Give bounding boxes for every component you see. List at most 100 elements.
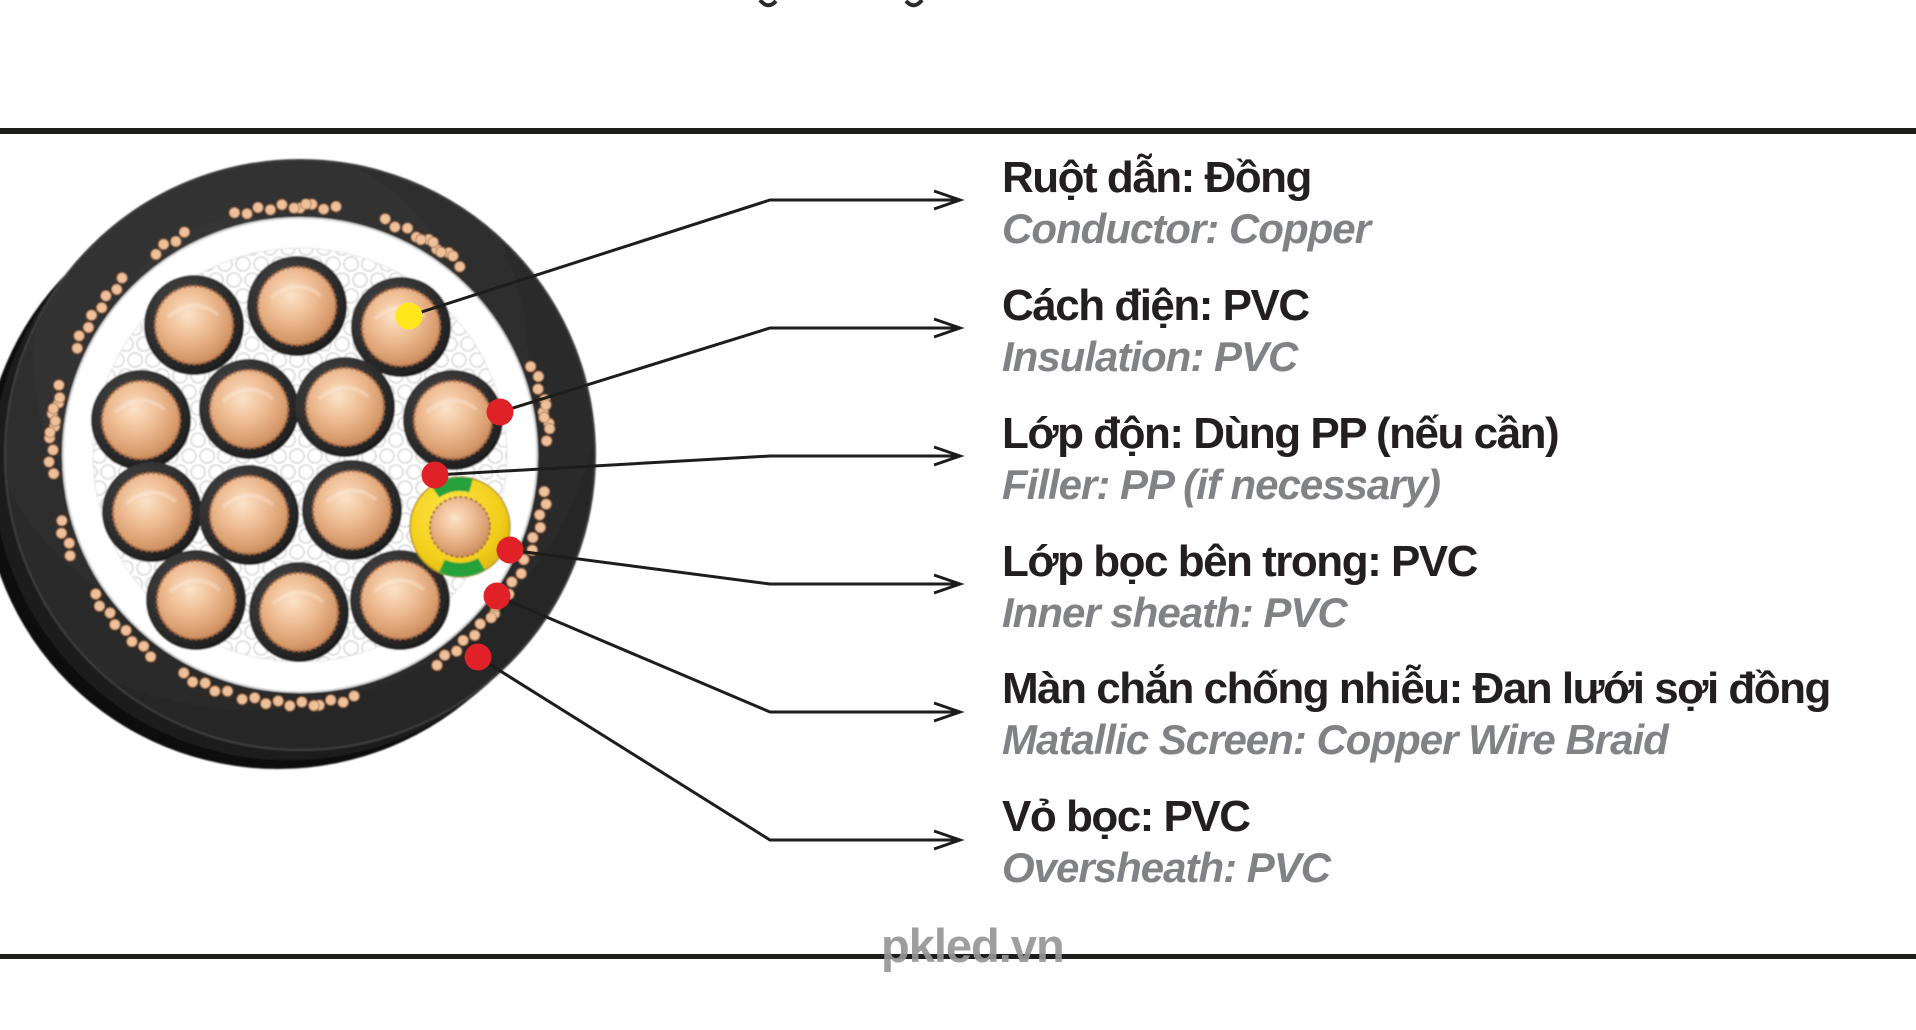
label-filler: Lớp độn: Dùng PP (nếu cần) Filler: PP (i… xyxy=(1002,408,1914,510)
braid-wire-dot xyxy=(474,618,486,630)
leader-line xyxy=(477,655,958,842)
braid-wire-dot xyxy=(300,198,312,210)
braid-wire-dot xyxy=(111,283,123,295)
braid-wire-dot xyxy=(178,667,190,679)
conductor xyxy=(146,550,246,650)
braid-wire-dot xyxy=(439,649,451,661)
braid-wire-dot xyxy=(73,330,85,342)
braid-wire-dot xyxy=(325,694,337,706)
braid-wire-dot xyxy=(272,695,284,707)
copper-highlight xyxy=(269,284,323,300)
braid-wire-dot xyxy=(93,600,106,612)
conductor-copper xyxy=(304,366,386,448)
leader-arrowhead xyxy=(933,701,965,723)
conductor xyxy=(102,462,202,562)
braid-wire-dot xyxy=(348,690,360,702)
label-metallic-screen-en: Matallic Screen: Copper Wire Braid xyxy=(1002,716,1669,763)
braid-wire-dot xyxy=(221,685,234,697)
braid-wire-dot xyxy=(506,576,518,588)
braid-wire-dot xyxy=(337,696,349,708)
earth-green-stripe xyxy=(431,477,473,498)
braid-wire-dot xyxy=(469,629,481,641)
label-conductor-en: Conductor: Copper xyxy=(1002,205,1371,252)
braid-wire-dot xyxy=(527,531,539,544)
braid-wire-dot xyxy=(330,200,342,213)
braid-wire-dot xyxy=(126,635,138,648)
braid-wire-dot xyxy=(485,612,497,624)
braid-wire-dot xyxy=(44,426,56,439)
conductor xyxy=(302,460,402,560)
earth-copper xyxy=(429,496,491,558)
inner-sheath-marker xyxy=(496,536,524,564)
braid-wire-dot xyxy=(187,676,199,688)
braid-wire-dot xyxy=(100,290,112,302)
leader-line xyxy=(434,454,958,477)
braid-wire-dot xyxy=(415,234,427,246)
copper-highlight xyxy=(372,578,426,594)
label-inner-sheath: Lớp bọc bên trong: PVC Inner sheath: PVC xyxy=(1002,536,1914,638)
conductor xyxy=(350,550,450,650)
braid-wire-dot xyxy=(284,700,296,712)
conductor-copper xyxy=(208,368,290,450)
leader-arrowhead xyxy=(933,189,965,211)
braid-wire-dot xyxy=(260,698,272,710)
braid-wire-dot xyxy=(54,392,66,404)
copper-highlight xyxy=(168,578,222,594)
leader-arrowhead xyxy=(933,829,965,851)
braid-wire-dot xyxy=(138,640,150,652)
leader-line xyxy=(408,198,958,318)
braid-wire-dot xyxy=(544,423,556,435)
conductor xyxy=(403,370,503,470)
bottom-rule xyxy=(0,954,1916,959)
braid-wire-dot xyxy=(85,309,98,321)
label-oversheath: Vỏ bọc: PVC Oversheath: PVC xyxy=(1002,791,1914,893)
braid-wire-dot xyxy=(252,201,264,214)
braid-wire-dot xyxy=(71,342,83,354)
conductor xyxy=(144,275,244,375)
braid-wire-dot xyxy=(389,221,401,233)
copper-highlight xyxy=(221,493,275,509)
braid-wire-dot xyxy=(56,515,68,527)
leader-line xyxy=(496,594,958,714)
braid-wire-dot xyxy=(454,261,466,273)
leader-line xyxy=(509,548,958,586)
leader-arrowhead xyxy=(933,445,965,467)
braid-wire-dot xyxy=(104,607,116,619)
braid-wire-dot xyxy=(96,302,108,314)
braid-wire-dot xyxy=(532,370,544,383)
cropped-text-fragment-right xyxy=(904,0,924,8)
copper-highlight xyxy=(113,398,167,414)
braid-wire-dot xyxy=(49,415,61,427)
filler-marker xyxy=(421,461,449,489)
braid-wire-dot xyxy=(120,624,132,636)
braid-wire-dot xyxy=(264,204,277,216)
cable-cross-section xyxy=(0,159,596,769)
braid-wire-dot xyxy=(236,693,248,705)
braid-wire-dot xyxy=(48,468,60,480)
leader-arrowhead xyxy=(933,573,965,595)
conductor-copper xyxy=(311,469,393,551)
label-filler-vi: Lớp độn: Dùng PP (nếu cần) xyxy=(1002,409,1560,458)
top-rule xyxy=(0,128,1916,134)
cropped-text-fragment-left xyxy=(758,0,778,8)
label-metallic-screen: Màn chắn chống nhiễu: Đan lưới sợi đồng … xyxy=(1002,663,1914,765)
braid-wire-dot xyxy=(534,509,546,521)
copper-highlight xyxy=(324,488,378,504)
braid-wire-dot xyxy=(540,498,552,510)
insulation-marker xyxy=(486,398,514,426)
braid-wire-dot xyxy=(379,213,391,225)
copper-highlight xyxy=(166,303,220,319)
watermark: pkled.vn xyxy=(881,919,1065,972)
braid-wire-dot xyxy=(241,208,253,220)
braid-wire-dot xyxy=(447,250,459,262)
braid-wire-dot xyxy=(538,486,550,498)
braid-wire-dot xyxy=(158,238,170,250)
braid-wire-dot xyxy=(53,379,65,391)
label-metallic-screen-vi: Màn chắn chống nhiễu: Đan lưới sợi đồng xyxy=(1002,664,1831,713)
braid-wire-dot xyxy=(150,248,162,260)
conductor-copper xyxy=(359,559,441,641)
conductor xyxy=(199,359,299,459)
label-conductor: Ruột dẫn: Đồng Conductor: Copper xyxy=(1002,152,1914,254)
